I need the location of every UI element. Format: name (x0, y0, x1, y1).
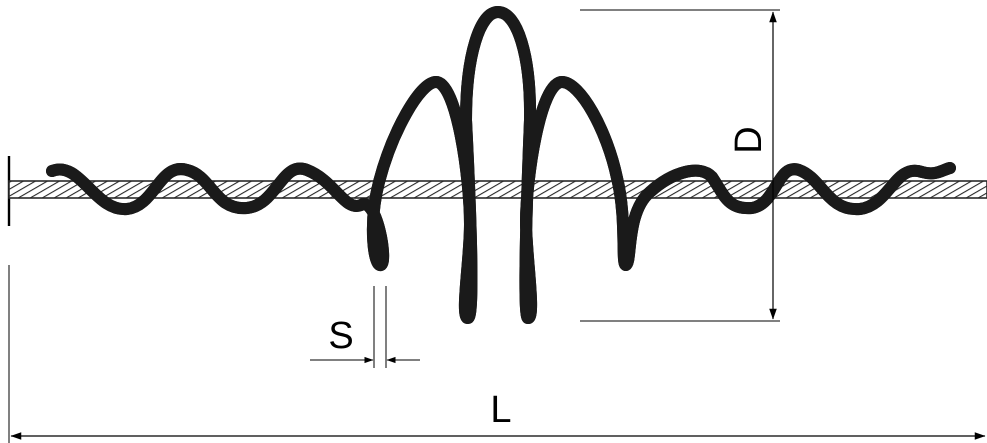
label-l: L (490, 389, 511, 431)
label-d: D (728, 126, 770, 153)
label-s: S (328, 315, 353, 357)
dimension-l: L (8, 265, 986, 443)
dimension-s: S (310, 286, 420, 368)
helical-rod (46, 6, 956, 324)
conductor-cable (8, 180, 987, 199)
dimension-d: D (580, 9, 780, 322)
